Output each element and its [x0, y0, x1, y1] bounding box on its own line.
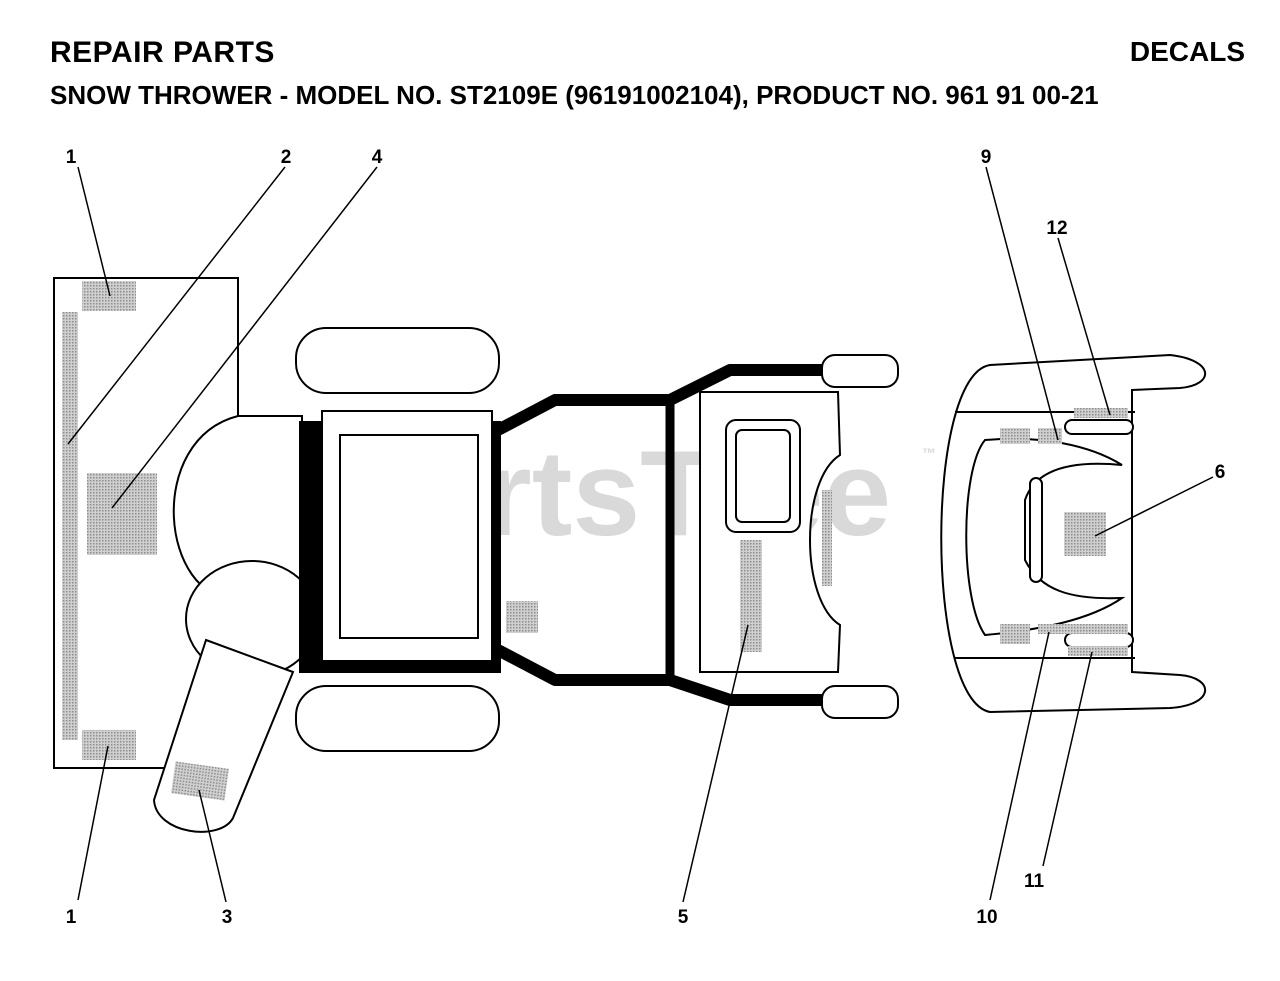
leader-3	[198, 789, 227, 903]
grip-upper	[821, 354, 899, 388]
callout-3: 3	[222, 907, 233, 928]
callout-12: 12	[1046, 218, 1067, 239]
decal-3	[171, 761, 229, 801]
leader-1-top	[77, 166, 111, 297]
dash-side-decal	[822, 490, 832, 586]
wheel-top	[295, 327, 500, 394]
control-panel-view	[940, 353, 1207, 714]
panel-lever-top	[1064, 419, 1134, 435]
decal-11	[1068, 646, 1128, 656]
subtitle-suffix: (96191002104), PRODUCT NO. 961 91 00-21	[558, 80, 1099, 110]
section-label: DECALS	[1129, 36, 1245, 67]
engine-shroud-inner	[339, 434, 479, 639]
handle-grips	[821, 354, 899, 719]
callout-10: 10	[976, 907, 997, 928]
decal-engine	[506, 601, 538, 633]
callout-6: 6	[1215, 462, 1226, 483]
leader-4	[111, 166, 378, 509]
callout-4: 4	[372, 147, 383, 168]
callout-2: 2	[281, 147, 292, 168]
decal-12	[1074, 408, 1128, 418]
leader-lines	[67, 166, 1214, 903]
decal-1-top	[82, 281, 136, 311]
model-number: ST2109E	[449, 80, 559, 110]
leader-2	[67, 166, 286, 445]
decal-10a	[1000, 624, 1030, 644]
leader-10	[989, 631, 1050, 901]
decal-1-bottom	[82, 730, 136, 760]
page-subtitle: SNOW THROWER - MODEL NO. ST2109E (961910…	[50, 80, 1099, 111]
wheel-bottom	[295, 685, 500, 752]
engine-area	[152, 415, 319, 833]
callout-9: 9	[981, 147, 992, 168]
decal-4	[87, 473, 157, 555]
decal-9a	[1000, 428, 1030, 444]
dashboard	[699, 391, 842, 673]
watermark-trademark: ™	[922, 445, 936, 461]
decal-9	[1038, 428, 1062, 444]
housing-decals	[62, 281, 157, 760]
frame	[295, 327, 538, 752]
decal-5	[740, 540, 762, 652]
callout-1-top: 1	[66, 147, 77, 168]
panel-inner-console	[965, 437, 1126, 637]
panel-slot	[1029, 477, 1043, 583]
dash-window-inner	[735, 429, 791, 523]
callout-5: 5	[678, 907, 689, 928]
leader-12	[1057, 237, 1111, 416]
grip-lower	[821, 685, 899, 719]
handle-tubes	[492, 364, 831, 706]
leader-6	[1094, 476, 1214, 537]
page-title: REPAIR PARTS	[50, 36, 275, 69]
decal-2	[62, 312, 78, 740]
panel-lever-bottom	[1064, 632, 1134, 648]
callout-11: 11	[1024, 871, 1045, 892]
leader-1-bottom	[77, 745, 109, 901]
subtitle-prefix: SNOW THROWER - MODEL NO.	[50, 80, 450, 110]
callout-1-bottom: 1	[66, 907, 77, 928]
decal-10	[1038, 624, 1128, 634]
leader-5	[682, 624, 749, 903]
callout-numbers: 1 2 4 9 12 6 1 3 5 10 11	[66, 147, 1226, 928]
leader-11	[1042, 651, 1093, 867]
leader-9	[985, 166, 1059, 441]
